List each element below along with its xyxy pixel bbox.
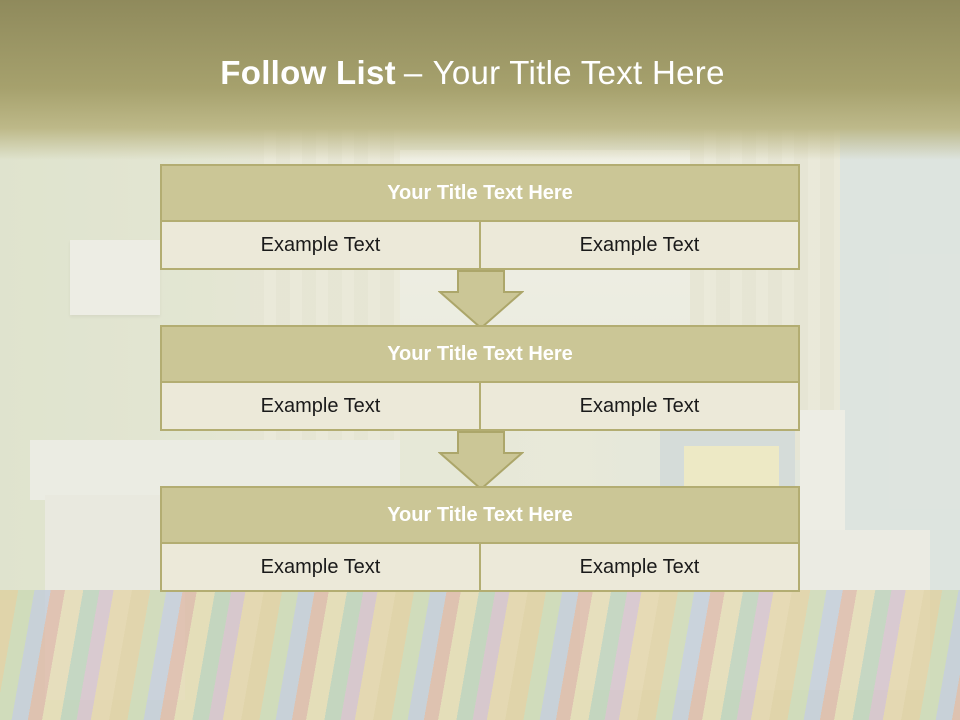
step-block-2: Your Title Text Here Example Text Exampl…: [160, 325, 800, 431]
arrow-down-icon: [438, 431, 524, 491]
step-block-1: Your Title Text Here Example Text Exampl…: [160, 164, 800, 270]
step-cells: Example Text Example Text: [162, 383, 798, 429]
step-title: Your Title Text Here: [162, 327, 798, 383]
wall-shelf: [70, 240, 160, 315]
title-separator: –: [403, 54, 423, 91]
slide-title-bold: Follow List: [220, 54, 396, 91]
slide-title-rest: Your Title Text Here: [432, 54, 725, 91]
step-cell-left: Example Text: [260, 394, 381, 417]
step-cells: Example Text Example Text: [162, 544, 798, 590]
step-cell-right: Example Text: [479, 222, 798, 268]
step-cells: Example Text Example Text: [162, 222, 798, 268]
step-title: Your Title Text Here: [162, 488, 798, 544]
arrow-down-icon: [438, 270, 524, 330]
step-cell-left: Example Text: [260, 555, 381, 578]
step-block-3: Your Title Text Here Example Text Exampl…: [160, 486, 800, 592]
step-cell-left: Example Text: [260, 233, 381, 256]
striped-floor: [0, 590, 960, 720]
side-wall: [840, 130, 960, 600]
bed-headboard: [800, 410, 845, 540]
step-cell-right: Example Text: [479, 383, 798, 429]
step-cell-right: Example Text: [479, 544, 798, 590]
step-title: Your Title Text Here: [162, 166, 798, 222]
pillow-yellow: [684, 446, 779, 486]
slide-title: Follow List–Your Title Text Here: [0, 54, 945, 92]
title-band: [0, 0, 960, 160]
